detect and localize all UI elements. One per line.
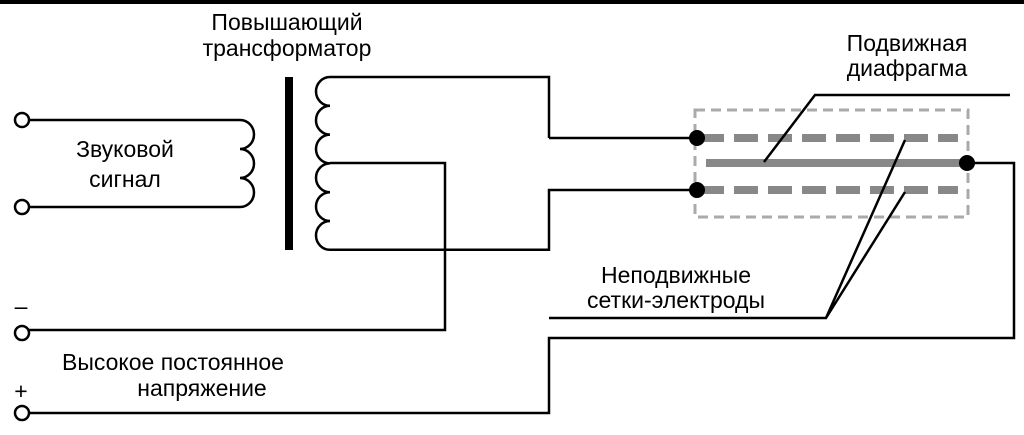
diaphragm-label-1: Подвижная (847, 30, 968, 56)
signal-label-2: сигнал (89, 166, 161, 192)
voltage-label-2: напряжение (137, 375, 266, 401)
diaphragm-label-2: диафрагма (847, 55, 968, 81)
plus-terminal (13, 404, 31, 422)
secondary-winding (29, 75, 697, 332)
bias-wire (29, 161, 1016, 415)
signal-label-1: Звуковой (76, 136, 174, 162)
top-border (0, 0, 1024, 4)
junction-dot (689, 182, 705, 198)
electrodes-leader (549, 139, 907, 320)
transformer-label-2: трансформатор (203, 35, 372, 61)
signal-terminal-2 (13, 198, 31, 216)
diaphragm-leader (763, 93, 1010, 163)
transformer-core (285, 77, 293, 250)
voltage-label-1: Высокое постоянное (62, 349, 284, 375)
minus-terminal (13, 324, 31, 342)
electrodes-label-1: Неподвижные (601, 262, 751, 288)
electrodes-label-2: сетки-электроды (587, 287, 765, 313)
junction-dot (959, 155, 975, 171)
minus-sign: – (15, 293, 28, 319)
signal-terminal-1 (13, 111, 31, 129)
junction-dot (689, 130, 705, 146)
plus-sign: + (14, 378, 27, 404)
primary-winding (29, 118, 256, 209)
transformer-label-1: Повышающий (211, 9, 362, 35)
